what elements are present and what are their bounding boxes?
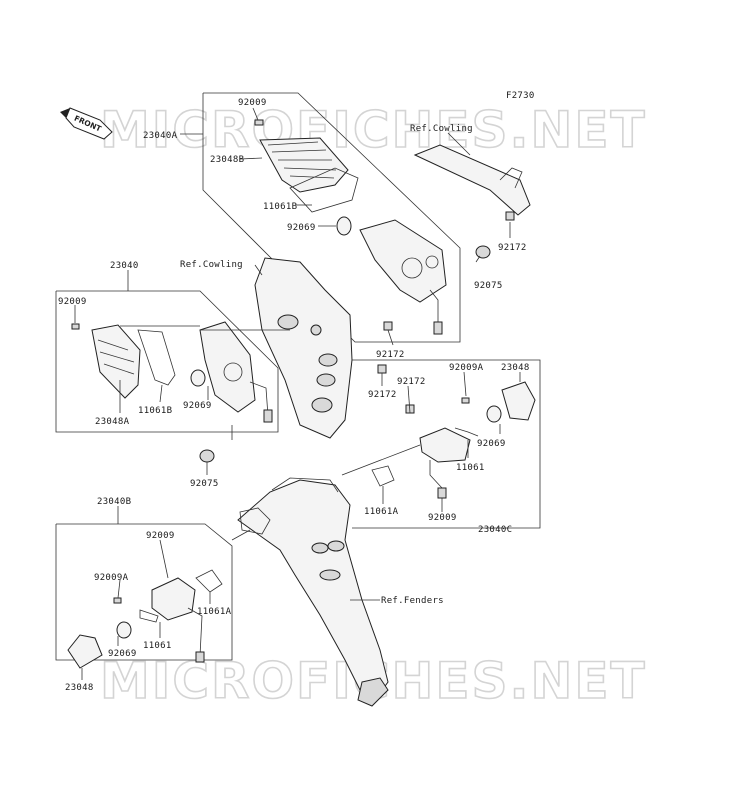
group-23040A xyxy=(180,92,491,343)
label-ref-cowling-mid: Ref.Cowling xyxy=(180,260,243,270)
label-23040C: 23040C xyxy=(478,525,512,535)
label-92172-mid2: 92172 xyxy=(397,377,426,387)
grommet-92075-left xyxy=(199,449,215,463)
group-23040B xyxy=(55,506,233,680)
label-92069-left: 92069 xyxy=(183,401,212,411)
bulb-92069-left xyxy=(190,369,206,387)
lens-23048-bl xyxy=(67,634,103,669)
group-23040 xyxy=(55,270,279,475)
label-23048-right: 23048 xyxy=(501,363,530,373)
screw-92172-right xyxy=(505,211,515,221)
label-23040: 23040 xyxy=(110,261,139,271)
label-92075-left: 92075 xyxy=(190,479,219,489)
bulb-92069-bl xyxy=(116,621,132,639)
label-92009A-bl: 92009A xyxy=(94,573,129,583)
label-ref-fenders: Ref.Fenders xyxy=(381,596,444,606)
label-92069-top: 92069 xyxy=(287,223,316,233)
lens-23048-right xyxy=(501,381,536,421)
label-92069-bl: 92069 xyxy=(108,649,137,659)
label-92009-top: 92009 xyxy=(238,98,267,108)
housing-top xyxy=(359,219,447,303)
label-23040B: 23040B xyxy=(97,497,131,507)
bulb-92069-right xyxy=(486,405,502,423)
bulb-92069-top xyxy=(336,216,352,236)
label-11061B-left: 11061B xyxy=(138,406,172,416)
watermark-top: MICROFICHES.NET xyxy=(100,101,647,159)
label-92172-right: 92172 xyxy=(498,243,527,253)
label-ref-cowling-top: Ref.Cowling xyxy=(410,124,473,134)
label-92009A-right: 92009A xyxy=(449,363,484,373)
group-23040C xyxy=(352,359,541,529)
connector-line xyxy=(341,444,421,476)
label-23048-bl: 23048 xyxy=(65,683,94,693)
label-11061-bl: 11061 xyxy=(143,641,172,651)
lens-23048A xyxy=(91,324,141,399)
housing-right xyxy=(419,427,471,463)
label-92172-mid1: 92172 xyxy=(376,350,405,360)
label-92009-left: 92009 xyxy=(58,297,87,307)
housing-bottom-left xyxy=(151,577,196,621)
label-11061A-bl: 11061A xyxy=(197,607,232,617)
connector-line xyxy=(231,529,251,541)
label-92009-right: 92009 xyxy=(428,513,457,523)
diagram-code: F2730 xyxy=(506,91,535,101)
label-92069-right: 92069 xyxy=(477,439,506,449)
label-11061-right: 11061 xyxy=(456,463,485,473)
fender-ref xyxy=(237,477,389,707)
housing-left xyxy=(199,321,256,413)
label-92009-bl: 92009 xyxy=(146,531,175,541)
label-23048B: 23048B xyxy=(210,155,244,165)
label-11061B-top: 11061B xyxy=(263,202,297,212)
label-92172-mid3: 92172 xyxy=(368,390,397,400)
label-11061A-right: 11061A xyxy=(364,507,399,517)
cowling-ref-middle xyxy=(254,257,415,439)
screw-92009-left xyxy=(71,323,80,330)
cowling-ref-top xyxy=(413,132,531,238)
label-23040A: 23040A xyxy=(143,131,178,141)
screw-92009-top xyxy=(254,119,264,126)
label-92075-top: 92075 xyxy=(474,281,503,291)
label-23048A: 23048A xyxy=(95,417,130,427)
front-arrow-icon: FRONT xyxy=(60,107,113,140)
grommet-92075-top xyxy=(475,245,491,259)
